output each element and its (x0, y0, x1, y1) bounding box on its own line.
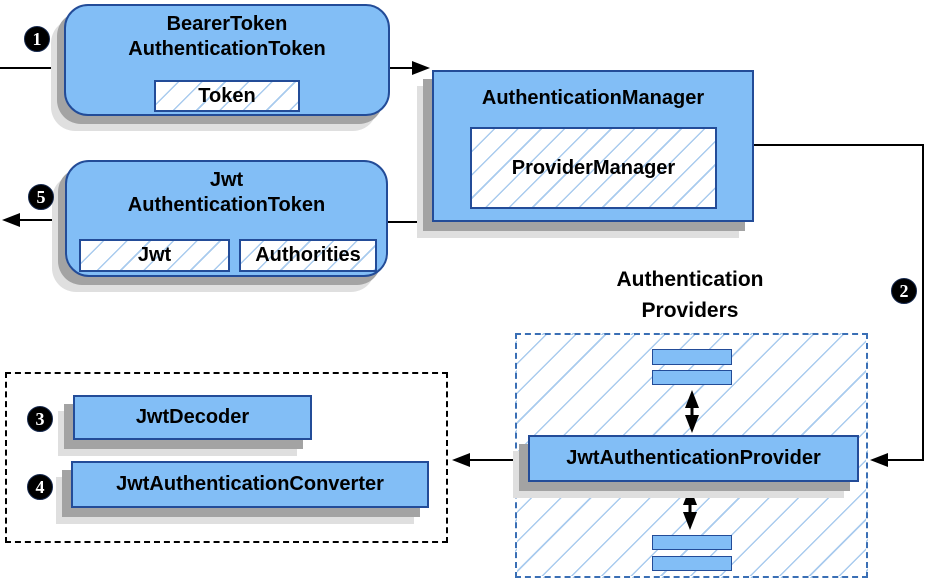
step-1-badge: 1 (24, 26, 50, 52)
jwt-decoder-title: JwtDecoder (135, 406, 250, 428)
authentication-manager-title: AuthenticationManager (481, 87, 705, 109)
authorities-chip-label: Authorities (255, 244, 361, 266)
decoder-converter-group-box (5, 372, 448, 543)
jwt-authentication-converter-title: JwtAuthenticationConverter (116, 473, 384, 495)
jwt-chip-label: Jwt (137, 244, 172, 266)
bearer-token-title-line2: AuthenticationToken (128, 38, 326, 60)
provider-manager-chip: ProviderManager (470, 127, 717, 209)
provider-manager-chip-label: ProviderManager (511, 156, 676, 179)
other-provider-row (652, 535, 732, 550)
bearer-token-authentication-token-node: BearerToken AuthenticationToken Token (64, 4, 390, 116)
jwt-token-title: Jwt AuthenticationToken (67, 162, 386, 218)
authentication-manager-node: AuthenticationManager ProviderManager (432, 70, 754, 222)
manager-to-provider-line (754, 144, 924, 461)
step-5-badge: 5 (28, 184, 54, 210)
authorities-chip: Authorities (239, 239, 377, 272)
step-2-badge: 2 (891, 278, 917, 304)
jwt-authentication-provider-title: JwtAuthenticationProvider (566, 447, 821, 469)
jwt-chip: Jwt (79, 239, 230, 272)
other-provider-row (652, 556, 732, 571)
provider-list-upper-link-arrowhead-up (685, 390, 699, 408)
step-4-badge: 4 (27, 474, 53, 500)
jwt-token-title-line2: AuthenticationToken (127, 194, 326, 216)
jwt-authentication-token-node: Jwt AuthenticationToken Jwt Authorities (65, 160, 388, 277)
jwt-authentication-converter-node: JwtAuthenticationConverter (71, 461, 429, 508)
authentication-providers-label-line1: Authentication (616, 268, 764, 291)
token-chip-label: Token (198, 84, 256, 107)
provider-to-decoder-arrowhead (452, 453, 470, 467)
step-3-badge: 3 (27, 406, 53, 432)
jwt-token-title-line1: Jwt (209, 169, 244, 191)
authentication-providers-label: Authentication Providers (565, 264, 815, 326)
bearer-token-title: BearerToken AuthenticationToken (66, 6, 388, 62)
jwt-decoder-node: JwtDecoder (73, 395, 312, 440)
provider-list-upper-link-arrowhead-down (685, 415, 699, 433)
outgoing-result-arrowhead (2, 213, 20, 227)
token-chip: Token (154, 80, 300, 112)
provider-list-lower-link-arrowhead-down (683, 512, 697, 530)
authentication-providers-label-line2: Providers (641, 299, 739, 322)
other-provider-row (652, 370, 732, 385)
other-provider-row (652, 349, 732, 365)
manager-to-provider-arrowhead (870, 453, 888, 467)
bearer-to-manager-arrowhead (412, 61, 430, 75)
jwt-authentication-provider-node: JwtAuthenticationProvider (528, 435, 859, 482)
bearer-token-title-line1: BearerToken (166, 13, 288, 35)
provider-list-lower-link-arrowhead-up (683, 487, 697, 505)
